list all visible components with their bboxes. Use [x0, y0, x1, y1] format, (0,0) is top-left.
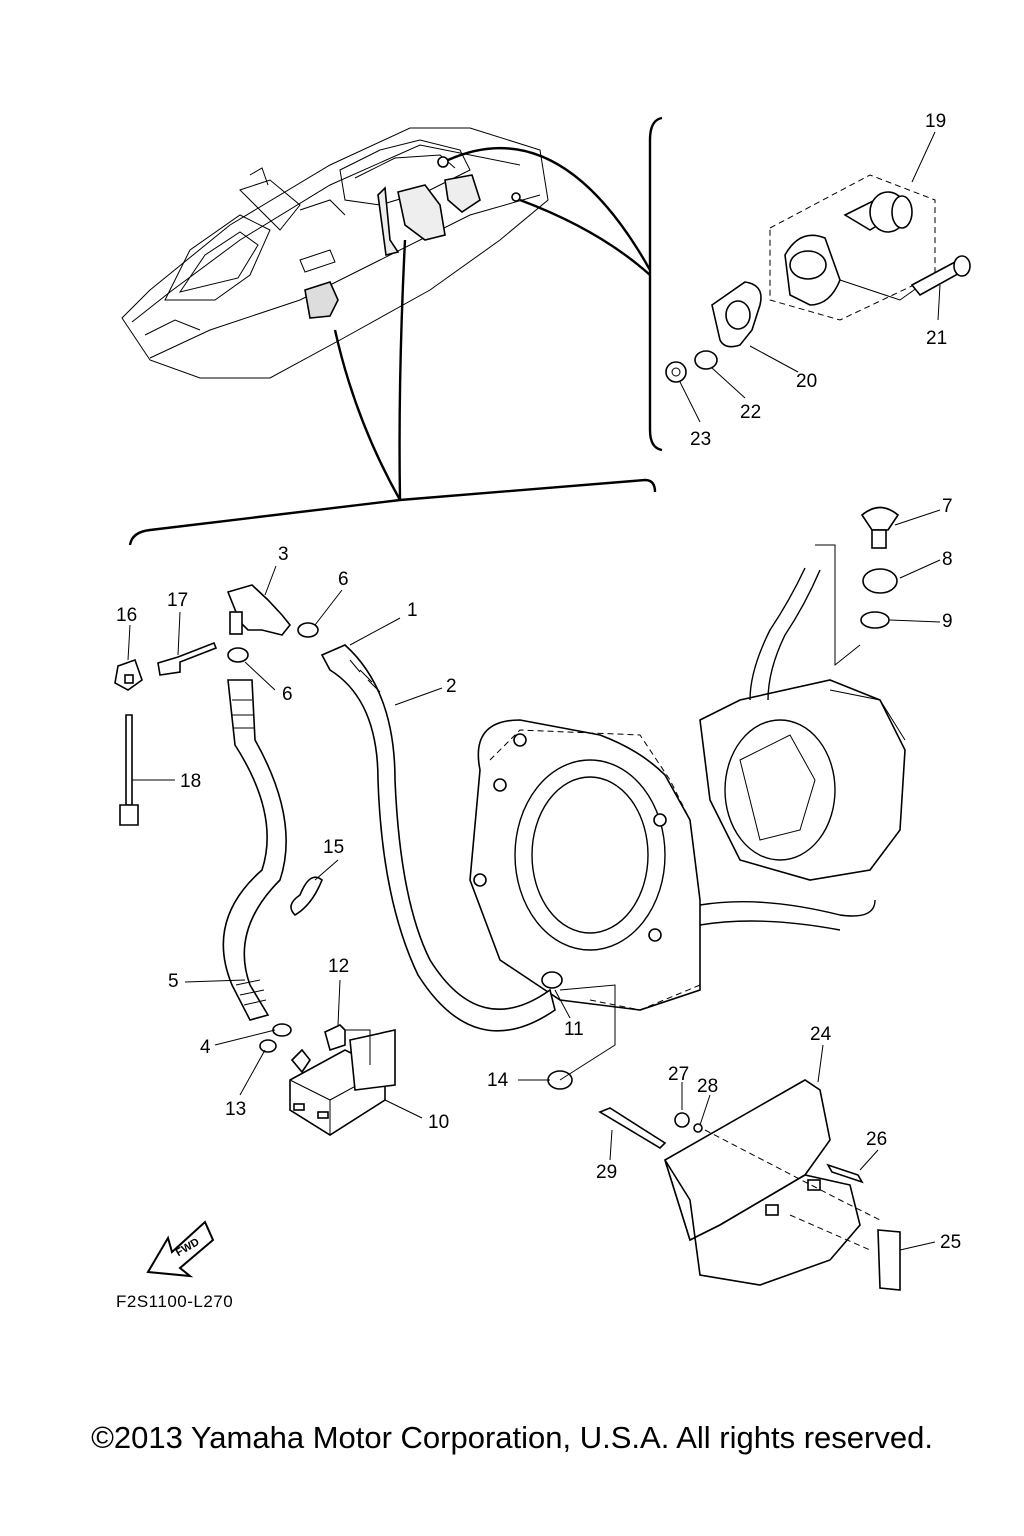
callout-6-top: 6: [338, 569, 349, 590]
callout-5: 5: [168, 971, 179, 992]
callout-29: 29: [596, 1162, 617, 1183]
watercraft-overview: [121, 127, 549, 379]
callout-8: 8: [942, 549, 953, 570]
callout-3: 3: [278, 544, 289, 565]
callout-15: 15: [323, 837, 344, 858]
callout-18: 18: [180, 771, 201, 792]
callout-13: 13: [225, 1099, 246, 1120]
callout-16: 16: [116, 605, 137, 626]
callout-23: 23: [690, 429, 711, 450]
drain-plug-assembly: [665, 174, 971, 383]
callout-24: 24: [810, 1024, 832, 1045]
callout-4: 4: [200, 1037, 211, 1058]
jet-pump-housing: [469, 544, 906, 1011]
callout-14: 14: [487, 1070, 509, 1091]
callout-leaders: [127, 131, 941, 1251]
callout-22: 22: [740, 402, 761, 423]
callout-numbers: 1 2 3 4 5 6 6 7 8 9 10 11 12 13 14 15 16…: [116, 111, 961, 1253]
callout-7: 7: [942, 496, 953, 517]
callout-9: 9: [942, 611, 953, 632]
callout-19: 19: [925, 111, 946, 132]
callout-21: 21: [926, 328, 947, 349]
callout-12: 12: [328, 956, 349, 977]
callout-2: 2: [446, 676, 457, 697]
callout-25: 25: [940, 1232, 961, 1253]
figure-code: F2S1100-L270: [116, 1292, 234, 1311]
leader-lines: [128, 116, 663, 546]
callout-10: 10: [428, 1112, 449, 1133]
callout-27: 27: [668, 1064, 689, 1085]
callout-20: 20: [796, 371, 817, 392]
callout-26: 26: [866, 1129, 887, 1150]
callout-28: 28: [697, 1076, 718, 1097]
bilge-hoses-and-fittings: [114, 506, 900, 1136]
fwd-direction-arrow: FWD: [146, 1220, 215, 1278]
ride-plate: [598, 1079, 901, 1291]
copyright-notice: ©2013 Yamaha Motor Corporation, U.S.A. A…: [91, 1420, 933, 1455]
callout-17: 17: [167, 590, 188, 611]
callout-11: 11: [564, 1019, 584, 1040]
callout-1: 1: [407, 600, 418, 621]
callout-6-bottom: 6: [282, 684, 293, 705]
